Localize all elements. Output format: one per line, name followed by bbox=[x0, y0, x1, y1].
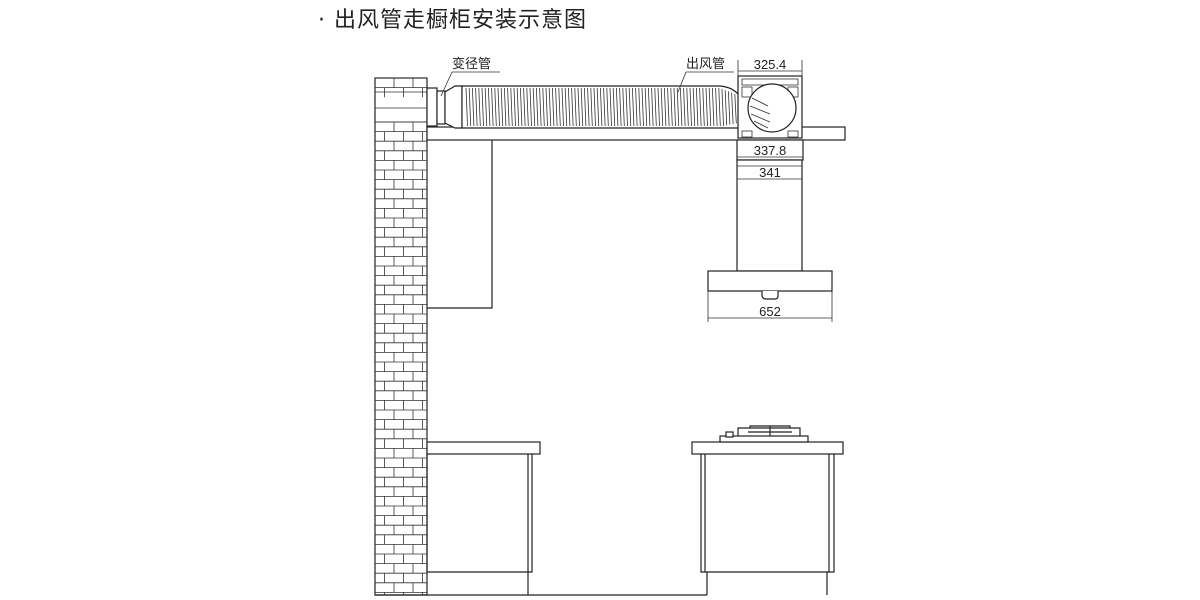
left-base-cabinet bbox=[426, 441, 541, 595]
dimension-fan-bottom: 337.8 bbox=[736, 139, 804, 161]
right-base-cabinet bbox=[691, 441, 844, 595]
range-hood: 652 bbox=[707, 270, 833, 322]
brick-course bbox=[375, 534, 427, 545]
brick-course bbox=[375, 371, 427, 382]
svg-text:325.4: 325.4 bbox=[754, 57, 787, 72]
brick-course bbox=[375, 448, 427, 458]
brick-course bbox=[375, 236, 427, 247]
brick-course bbox=[375, 255, 427, 266]
svg-text:341: 341 bbox=[759, 165, 781, 180]
brick-course bbox=[375, 467, 427, 478]
brick-course bbox=[375, 352, 427, 362]
hood-chimney: 341 bbox=[736, 159, 803, 272]
brick-course bbox=[375, 457, 427, 468]
brick-course bbox=[375, 208, 427, 218]
brick-course bbox=[375, 265, 427, 276]
reducer-fitting bbox=[426, 85, 463, 129]
brick-course bbox=[375, 563, 427, 574]
svg-text:出风管: 出风管 bbox=[686, 56, 725, 71]
brick-course bbox=[375, 188, 427, 199]
brick-course bbox=[375, 304, 427, 314]
brick-course bbox=[375, 380, 427, 391]
diagram-title: · 出风管走橱柜安装示意图 bbox=[318, 8, 587, 33]
brick-course bbox=[375, 572, 427, 583]
brick-course bbox=[375, 428, 427, 439]
brick-course bbox=[375, 169, 427, 180]
brick-course bbox=[375, 284, 427, 295]
label-reducer: 变径管 bbox=[440, 56, 500, 97]
brick-course bbox=[375, 486, 427, 497]
brick-wall bbox=[374, 77, 428, 596]
brick-course bbox=[375, 390, 427, 401]
brick-course bbox=[375, 198, 427, 209]
fan-box bbox=[737, 75, 803, 139]
brick-course bbox=[375, 332, 427, 343]
svg-text:变径管: 变径管 bbox=[452, 56, 491, 71]
brick-course bbox=[375, 313, 427, 324]
brick-course bbox=[375, 342, 427, 353]
brick-course bbox=[375, 524, 427, 535]
brick-course bbox=[375, 160, 427, 170]
brick-course bbox=[375, 275, 427, 286]
brick-course bbox=[375, 77, 427, 88]
outlet-duct bbox=[461, 85, 749, 129]
brick-course bbox=[375, 121, 427, 132]
brick-course bbox=[375, 553, 427, 564]
brick-course bbox=[375, 476, 427, 487]
brick-course bbox=[375, 140, 427, 151]
brick-course bbox=[375, 323, 427, 334]
brick-course bbox=[375, 246, 427, 257]
brick-course bbox=[375, 131, 427, 142]
brick-course bbox=[375, 217, 427, 228]
brick-course bbox=[375, 515, 427, 526]
svg-text:652: 652 bbox=[759, 304, 781, 319]
brick-course bbox=[375, 544, 427, 554]
brick-course bbox=[375, 227, 427, 238]
brick-course bbox=[375, 419, 427, 430]
brick-course bbox=[375, 496, 427, 506]
brick-course bbox=[375, 592, 427, 595]
brick-course bbox=[375, 505, 427, 516]
brick-course bbox=[375, 179, 427, 190]
brick-course bbox=[375, 150, 427, 161]
svg-text:337.8: 337.8 bbox=[754, 143, 787, 158]
brick-course bbox=[375, 582, 427, 593]
brick-course bbox=[375, 409, 427, 420]
duct-corrugation bbox=[465, 87, 740, 127]
brick-course bbox=[375, 400, 427, 410]
brick-course bbox=[375, 294, 427, 305]
label-outlet-duct: 出风管 bbox=[677, 56, 734, 93]
gas-cooktop bbox=[719, 425, 809, 443]
brick-course bbox=[375, 438, 427, 449]
brick-course bbox=[375, 87, 427, 98]
dimension-fan-top: 325.4 bbox=[737, 57, 803, 76]
brick-course bbox=[375, 361, 427, 372]
